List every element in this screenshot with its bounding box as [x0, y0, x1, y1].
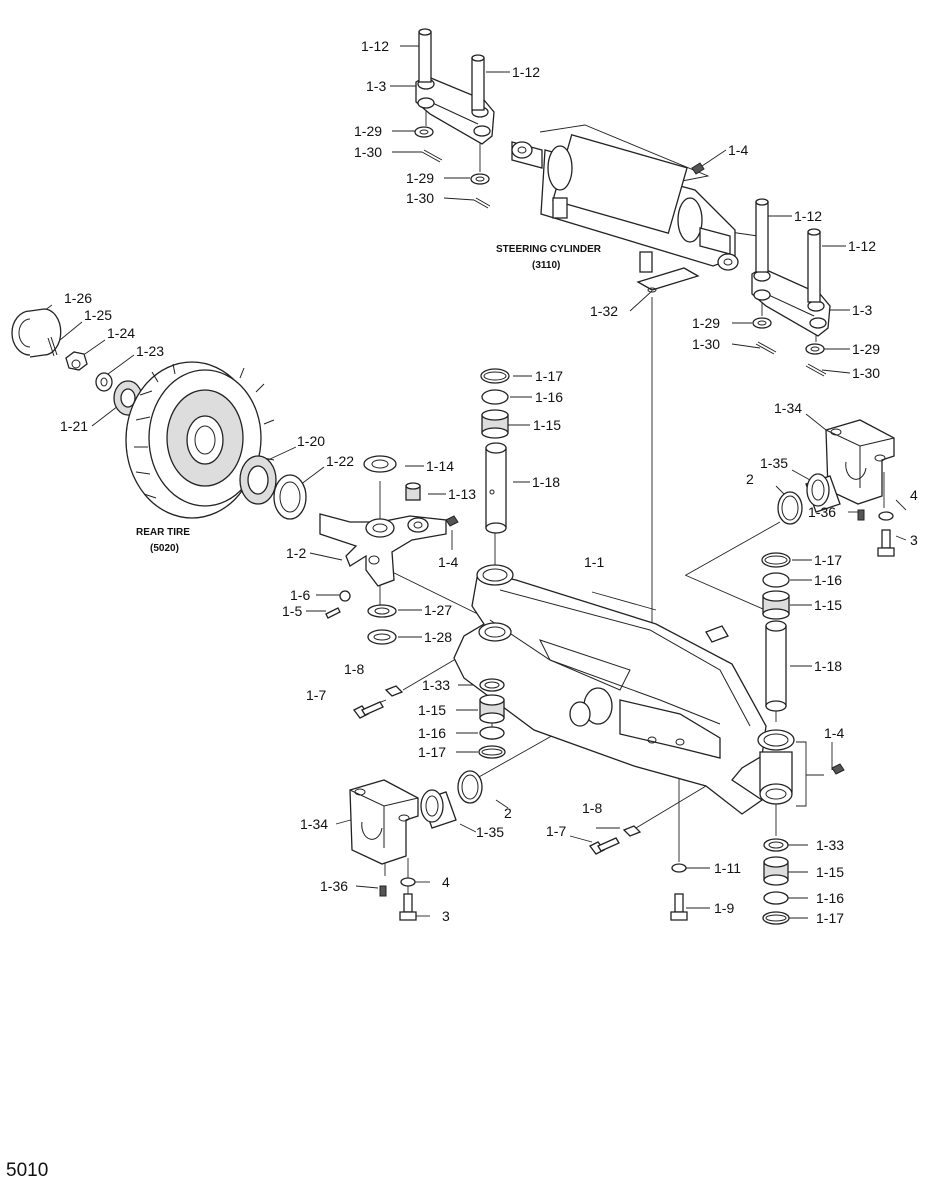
callout-label: 1-28 [424, 629, 452, 645]
callout-label: 1-5 [282, 603, 302, 619]
callout-label: 1-16 [816, 890, 844, 906]
callout-label: 1-8 [582, 800, 602, 816]
callout-label: 1-30 [406, 190, 434, 206]
bracket-plate [636, 267, 700, 291]
callout-label: 1-18 [814, 658, 842, 674]
callout-label: 1-3 [366, 78, 386, 94]
callout-label: 1-22 [326, 453, 354, 469]
callout-label: 1-11 [714, 860, 741, 876]
callout-label: 2 [504, 805, 512, 821]
callout-label: 1-8 [344, 661, 364, 677]
callout-label: 3 [910, 532, 918, 548]
callout-label: 2 [746, 471, 754, 487]
rear-tire-code: (5020) [150, 543, 179, 554]
callout-label: 1-30 [354, 144, 382, 160]
callout-label: 1-25 [84, 307, 112, 323]
callout-label: 1-18 [532, 474, 560, 490]
callout-label: 4 [442, 874, 450, 890]
callout-label: 1-17 [535, 368, 563, 384]
callout-label: 1-3 [852, 302, 872, 318]
callout-label: 1-4 [728, 142, 748, 158]
callout-label: 1-12 [848, 238, 876, 254]
rear-tire-caption: REAR TIRE [136, 527, 190, 538]
callout-label: 1-17 [418, 744, 446, 760]
callout-label: 1-12 [512, 64, 540, 80]
callout-label: 1-9 [714, 900, 734, 916]
callout-label: 1-12 [794, 208, 822, 224]
callout-label: 1-13 [448, 486, 476, 502]
steering-knuckle [319, 455, 459, 645]
axle-body [453, 564, 845, 815]
callout-label: 1-4 [824, 725, 844, 741]
callout-label: 1-17 [814, 552, 842, 568]
callout-label: 1-29 [406, 170, 434, 186]
callout-label: 1-34 [300, 816, 328, 832]
callout-label: 1-21 [60, 418, 88, 434]
callout-label: 1-29 [852, 341, 880, 357]
callout-label: 1-12 [361, 38, 389, 54]
steering-cylinder-caption: STEERING CYLINDER [496, 244, 602, 255]
callout-label: 1-30 [852, 365, 880, 381]
rear-tire-assembly [11, 308, 307, 520]
callout-label: 1-7 [546, 823, 566, 839]
lower-left-stack [353, 678, 506, 759]
steering-link-left [414, 28, 495, 209]
callout-labels: 1-12 1-12 1-3 1-29 1-30 1-29 1-30 1-4 1-… [60, 38, 918, 926]
page-number: 5010 [6, 1160, 48, 1181]
callout-label: 1-15 [816, 864, 844, 880]
callout-label: 1-16 [535, 389, 563, 405]
callout-label: 1-30 [692, 336, 720, 352]
callout-label: 1-35 [476, 824, 504, 840]
steering-link-right [751, 198, 831, 377]
callout-label: 1-15 [418, 702, 446, 718]
callout-label: 1-23 [136, 343, 164, 359]
callout-label: 1-29 [692, 315, 720, 331]
lower-right-stack [589, 825, 790, 925]
callout-label: 1-24 [107, 325, 135, 341]
callout-label: 1-32 [590, 303, 618, 319]
bracket-left [349, 770, 483, 921]
callout-label: 1-17 [816, 910, 844, 926]
callout-label: 1-15 [533, 417, 561, 433]
bracket-right [777, 419, 895, 557]
callout-label: 1-20 [297, 433, 325, 449]
callout-label: 1-14 [426, 458, 454, 474]
callout-label: 1-34 [774, 400, 802, 416]
callout-label: 1-33 [422, 677, 450, 693]
callout-label: 1-1 [584, 554, 604, 570]
callout-label: 1-7 [306, 687, 326, 703]
callout-label: 1-35 [760, 455, 788, 471]
callout-label: 1-6 [290, 587, 310, 603]
left-kingpin-stack [480, 368, 510, 534]
steering-cylinder-code: (3110) [532, 260, 560, 271]
callout-label: 1-27 [424, 602, 452, 618]
callout-label: 4 [910, 487, 918, 503]
steering-cylinder [511, 133, 739, 273]
callout-label: 1-16 [418, 725, 446, 741]
callout-label: 1-29 [354, 123, 382, 139]
callout-label: 3 [442, 908, 450, 924]
callout-label: 1-36 [320, 878, 348, 894]
callout-label: 1-16 [814, 572, 842, 588]
callout-label: 1-33 [816, 837, 844, 853]
right-kingpin-stack [761, 552, 791, 712]
callout-label: 1-26 [64, 290, 92, 306]
callout-label: 1-36 [808, 504, 836, 520]
callout-label: 1-15 [814, 597, 842, 613]
callout-label: 1-4 [438, 554, 458, 570]
callout-label: 1-2 [286, 545, 306, 561]
